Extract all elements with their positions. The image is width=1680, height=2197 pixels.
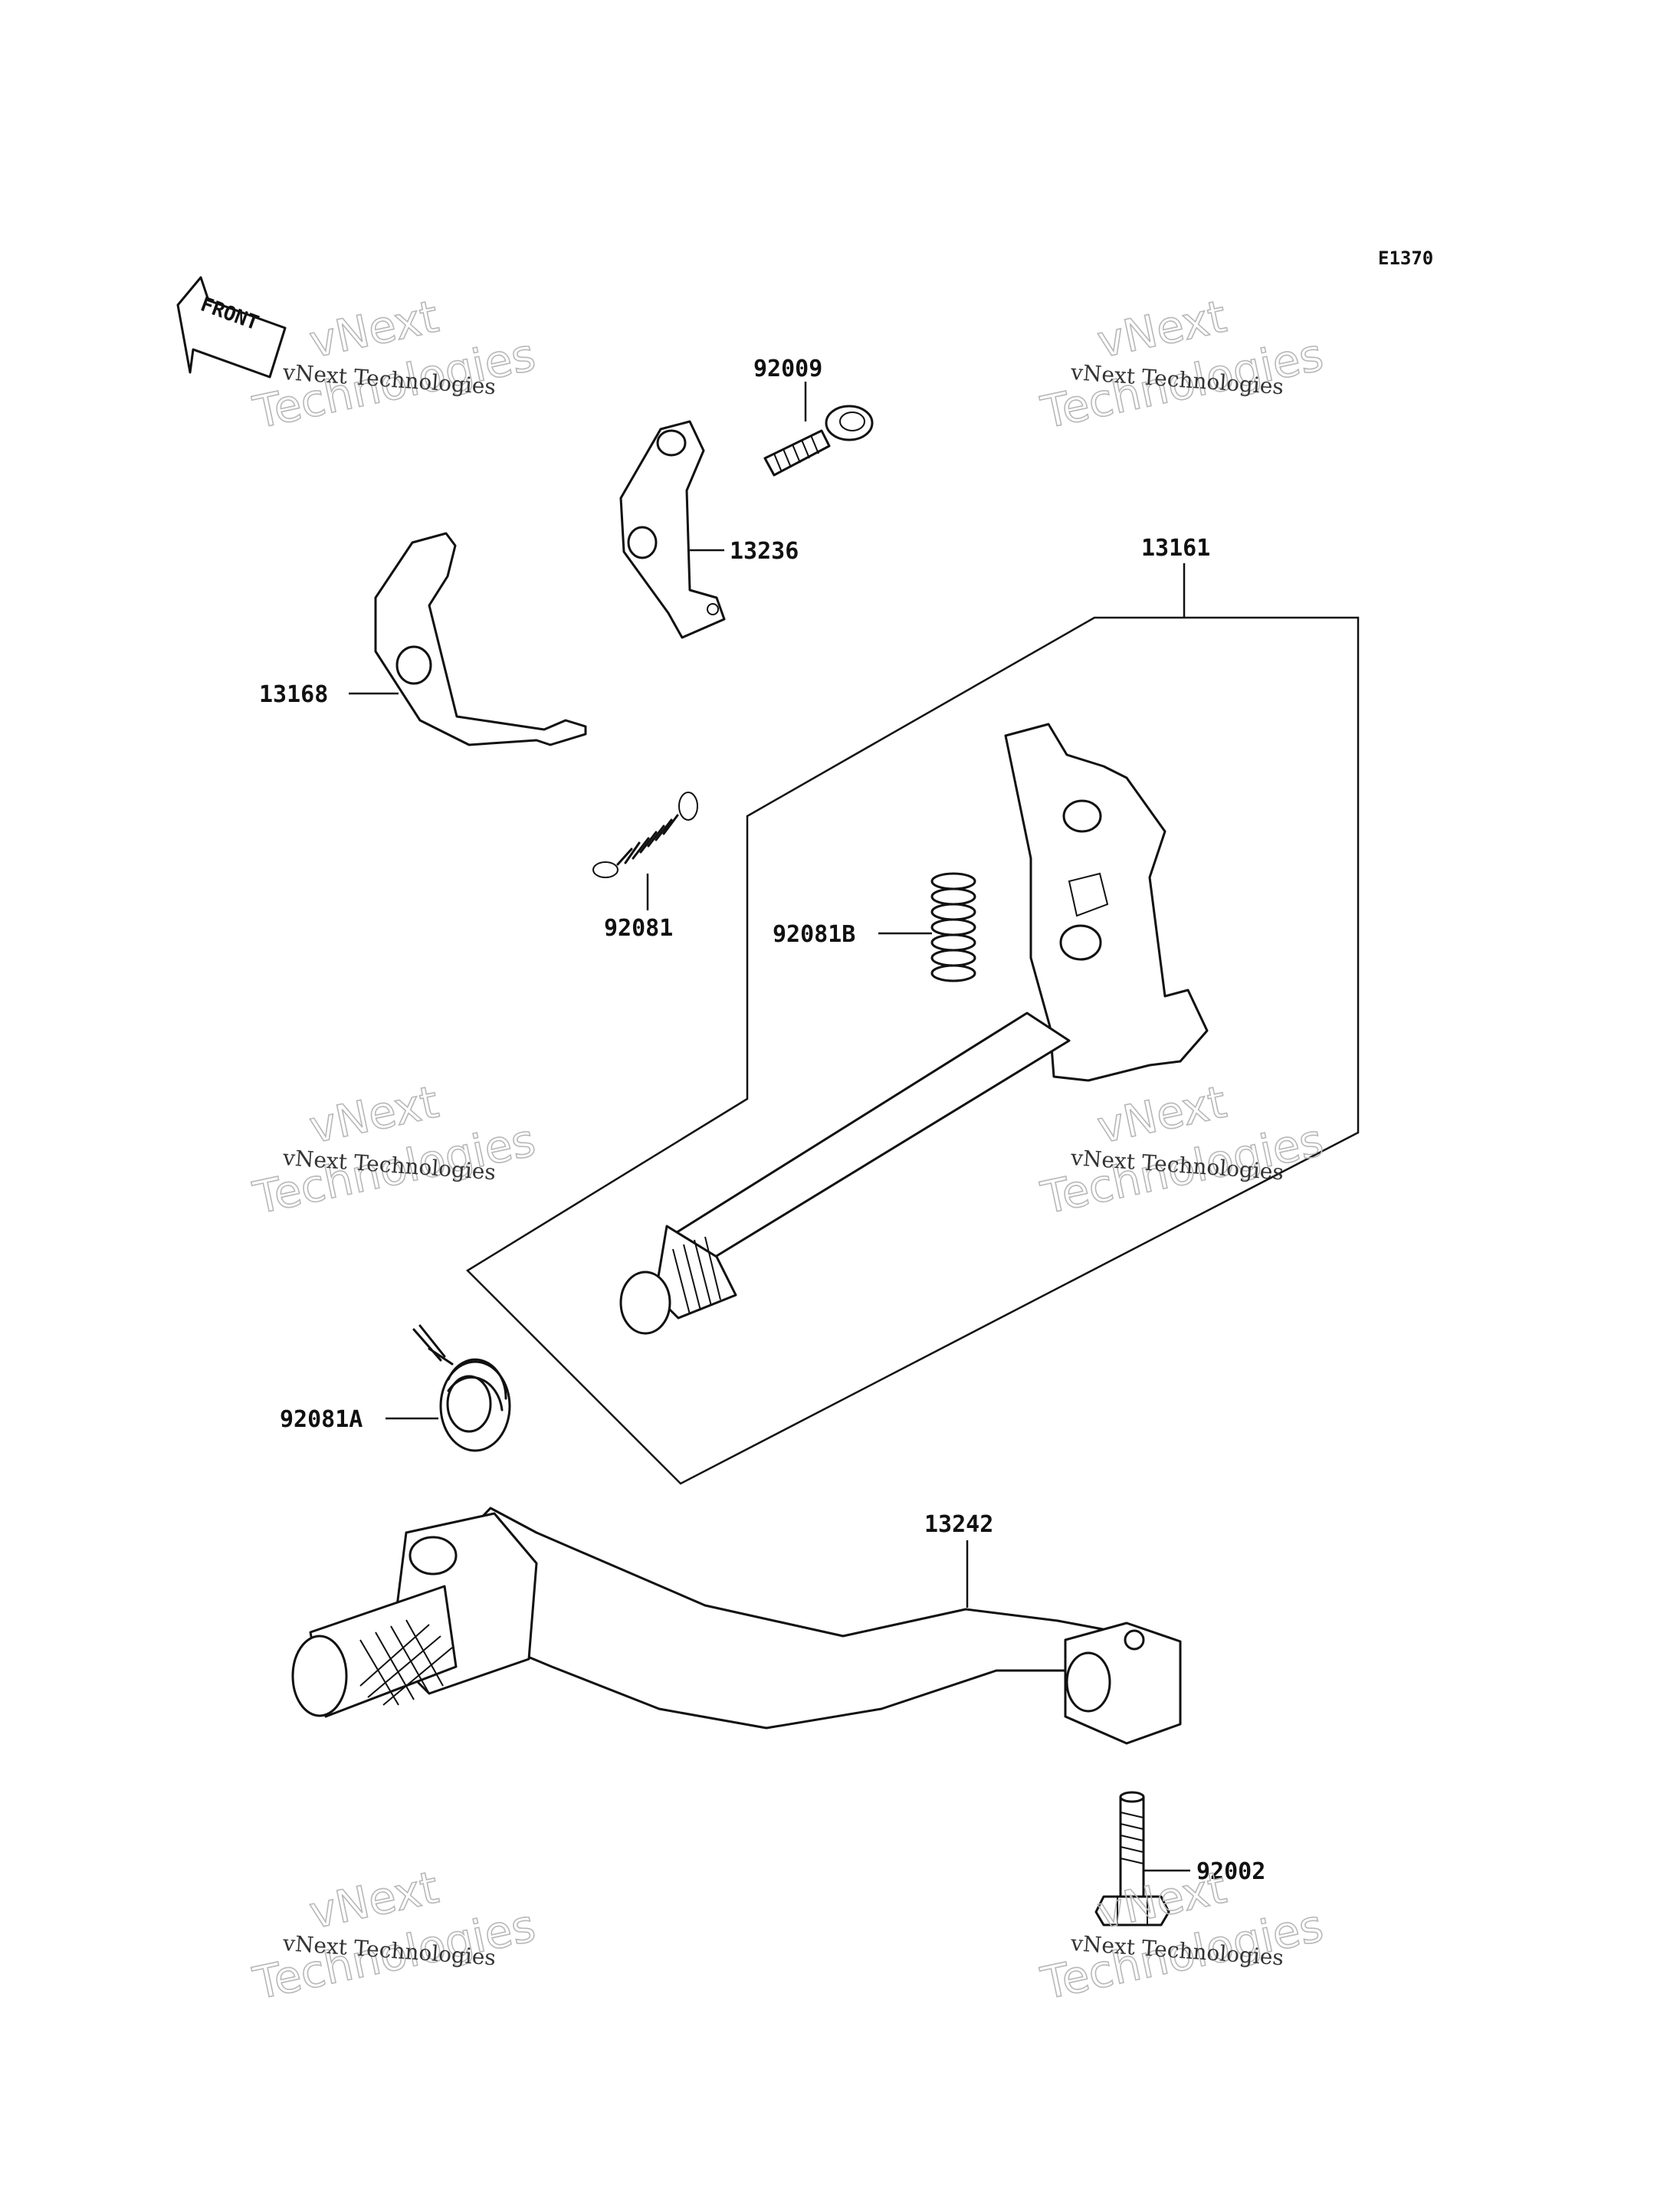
label-92002: 92002 — [1196, 1858, 1265, 1885]
label-92081a: 92081A — [280, 1406, 363, 1433]
part-92002-bolt — [1094, 1791, 1170, 1926]
label-13161: 13161 — [1141, 535, 1210, 562]
watermark: vNext Technologies vNext Technologies — [1036, 1075, 1328, 1225]
label-13242: 13242 — [924, 1511, 993, 1538]
part-13161-shift-shaft — [619, 723, 1209, 1335]
watermark: vNext Technologies vNext Technologies — [1036, 1861, 1328, 2011]
part-13236-bracket — [619, 420, 726, 639]
part-92081-spring — [592, 792, 698, 878]
part-13242-shift-pedal — [291, 1507, 1182, 1745]
label-13236: 13236 — [730, 538, 799, 565]
front-arrow-icon: FRONT — [176, 276, 287, 379]
part-92009-bolt — [763, 405, 874, 477]
watermark: vNext Technologies vNext Technologies — [248, 1861, 540, 2011]
part-13168-lever — [374, 532, 587, 746]
label-92081: 92081 — [604, 915, 673, 942]
label-92009: 92009 — [753, 356, 822, 382]
label-92081b: 92081B — [773, 921, 855, 948]
part-92081b-spring — [930, 872, 976, 982]
watermark: vNext Technologies vNext Technologies — [248, 1075, 540, 1225]
callout-leaders — [349, 382, 1190, 1872]
part-92081a-spring — [412, 1324, 511, 1452]
label-13168: 13168 — [259, 681, 328, 708]
watermark: vNext Technologies vNext Technologies — [1036, 290, 1328, 440]
diagram-code: E1370 — [1378, 248, 1433, 269]
watermark: vNext Technologies vNext Technologies — [248, 290, 540, 440]
assembly-outline-13161 — [465, 616, 1360, 1485]
